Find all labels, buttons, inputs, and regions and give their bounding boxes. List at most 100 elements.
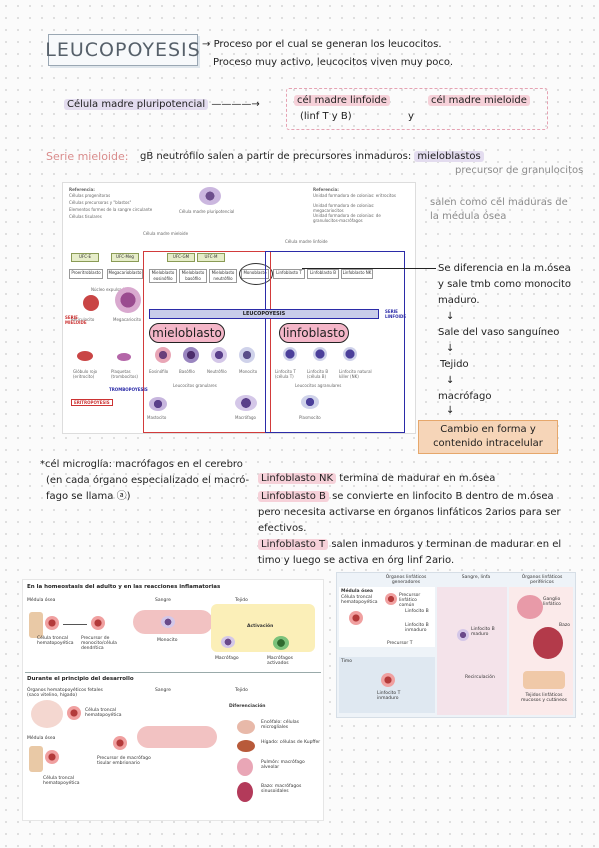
precursor-box: Linfoblasto NK bbox=[341, 269, 373, 279]
monocyte-step-3: macrófago bbox=[438, 391, 492, 402]
col-label: Médula ósea bbox=[27, 598, 56, 603]
blood-area bbox=[437, 587, 507, 715]
erythrocyte-cell bbox=[77, 351, 93, 361]
leucopoyesis-diagram: Referencia: Células progenitoras Células… bbox=[62, 182, 416, 434]
precursor-box: Mieloblasto neutrófilo bbox=[209, 269, 237, 283]
cell-label: Célula troncal hematopoyética bbox=[43, 776, 80, 786]
lymphocyte-maturation-diagram: Órganos linfáticos generadores Sangre, l… bbox=[336, 572, 576, 718]
platelets-cell bbox=[117, 353, 131, 361]
and-text: y bbox=[408, 111, 414, 122]
precursor-box: Linfoblasto B bbox=[307, 269, 339, 279]
monocyte-step-1: Sale del vaso sanguíneo bbox=[438, 327, 560, 338]
arrow bbox=[63, 624, 87, 625]
b-lymphocyte bbox=[313, 347, 327, 361]
microglia-note-2: (en cada órgano especializado el macró- bbox=[46, 475, 250, 486]
group-label: TROMBOPOYESIS bbox=[109, 387, 148, 392]
tissue-label: Mastocito bbox=[147, 415, 167, 420]
cell-label: Célula troncal hematopoyética bbox=[85, 708, 122, 718]
col-label: Médula ósea bbox=[27, 736, 56, 741]
recirculation-label: Recirculación bbox=[465, 675, 495, 680]
legend-right-item: Unidad formadora de colonias: de granulo… bbox=[313, 213, 381, 223]
marrow-label: Médula ósea bbox=[341, 589, 373, 594]
cell-label: Monocito bbox=[157, 638, 178, 643]
cell-label: Linfocito T (célula T) bbox=[275, 369, 296, 379]
arrow-down-icon: ↓ bbox=[446, 375, 455, 386]
tissue-label: Bazo: macrófagos sinusoidales bbox=[261, 784, 302, 794]
microglia-note-3: fago se llama ⓐ) bbox=[46, 491, 131, 502]
cell-label: Macrófago bbox=[215, 656, 239, 661]
cell-label: Neutrófilo bbox=[207, 369, 227, 374]
tissue-label: Hígado: células de Kupffer bbox=[261, 740, 321, 745]
mieloblasto-label: mieloblasto bbox=[149, 323, 225, 343]
definition-line1: → Proceso por el cual se generan los leu… bbox=[202, 39, 442, 50]
stem-cell bbox=[45, 750, 59, 764]
nk-lymphocyte bbox=[343, 347, 357, 361]
cfu-box: UFC-GM bbox=[167, 253, 195, 262]
stem-cell bbox=[199, 187, 221, 205]
leucopoyesis-bar: LEUCOPOYESIS bbox=[149, 309, 379, 319]
stem-cell bbox=[45, 616, 59, 630]
cell-label: Linfocito B inmaduro bbox=[405, 623, 429, 633]
organ-label: Bazo bbox=[559, 623, 570, 628]
cell-label: Linfocito T inmaduro bbox=[377, 691, 401, 701]
eosinophil-blast bbox=[155, 347, 171, 363]
divider bbox=[25, 672, 321, 673]
linfoblasto-label: linfoblasto bbox=[279, 323, 349, 343]
cell-label: Célula troncal hematopoyética bbox=[341, 595, 378, 605]
arrow-down-icon: ↓ bbox=[446, 311, 455, 322]
lymphoid-stem-label: Célula madre linfoide bbox=[285, 239, 328, 244]
lymphoblast-b-note: Linfoblasto B se convierte en linfocito … bbox=[258, 490, 554, 504]
cell-label: Precursor T bbox=[387, 641, 413, 646]
precursor-box: Megacarioblasto bbox=[107, 269, 143, 279]
mucosa-icon bbox=[523, 671, 565, 689]
lymph-node-icon bbox=[517, 595, 543, 619]
col-label: Sangre bbox=[155, 688, 171, 693]
monocyte-cell bbox=[161, 616, 175, 628]
precursor-box: Mieloblasto basófilo bbox=[179, 269, 207, 283]
activated-macrophage-cell bbox=[273, 636, 289, 650]
side-note-1: salen como cél maduras de bbox=[430, 197, 568, 208]
col-label: Tejido bbox=[235, 688, 248, 693]
arrow-down-icon: ↓ bbox=[446, 343, 455, 354]
col-label: Órganos hematopoyéticos fetales (saco vi… bbox=[27, 688, 103, 698]
precursor-box: Mieloblasto eosinófilo bbox=[149, 269, 177, 283]
tissue-label: Plasmocito bbox=[299, 415, 321, 420]
megakaryocyte-cell bbox=[115, 287, 141, 313]
precursor-cell bbox=[113, 736, 127, 750]
monocyte-note-1: Se diferencia en la m.ósea bbox=[438, 263, 571, 274]
group-label: Leucocitos granulares bbox=[173, 383, 217, 388]
cell-label: Glóbulo rojo (eritrocito) bbox=[73, 369, 98, 379]
cell-label: Linfocito B (célula B) bbox=[307, 369, 329, 379]
myeloid-stem-label: Célula madre mieloide bbox=[143, 231, 189, 236]
lymphoblast-t-note-2: timo y luego se activa en órg linf 2ario… bbox=[258, 555, 455, 566]
group-label: ERITROPOYESIS bbox=[71, 399, 113, 406]
precursor-box: Linfoblasto T bbox=[273, 269, 305, 279]
lymphoid-stem: cél madre linfoide bbox=[294, 94, 390, 108]
group-label: Leucocitos agranulares bbox=[295, 383, 342, 388]
bone-icon bbox=[29, 612, 43, 638]
myeloid-panel bbox=[143, 251, 271, 433]
precursor-cell bbox=[385, 593, 397, 605]
liver-icon bbox=[237, 740, 255, 752]
myeloid-series-label: Serie mieloide: bbox=[46, 150, 129, 163]
monocyte-blast bbox=[239, 347, 255, 363]
definition-line2: Proceso muy activo, leucocitos viven muy… bbox=[213, 57, 454, 68]
plasma-cell bbox=[301, 395, 319, 409]
legend-item: Células tisulares bbox=[69, 214, 102, 219]
lymphoblast-t-note: Linfoblasto T salen inmaduros y terminan… bbox=[258, 538, 561, 552]
col-label: Órganos linfáticos periféricos bbox=[521, 575, 563, 585]
organ-label: Tejidos linfáticos mucosos y cutáneos bbox=[521, 693, 567, 703]
monocyte-note-3: maduro. bbox=[438, 295, 480, 306]
col-label: Órganos linfáticos generadores bbox=[385, 575, 427, 585]
cell-label: Plaquetas (trombocitos) bbox=[111, 369, 138, 379]
legend-title: Referencia: bbox=[69, 187, 95, 192]
side-note-2: la médula ósea bbox=[430, 211, 507, 222]
lymphoblast-b-note-2: pero necesita activarse en órganos linfá… bbox=[258, 507, 561, 518]
activation-label: Activación bbox=[247, 624, 274, 629]
legend-item: Elementos formes de la sangre circulante bbox=[69, 207, 153, 212]
stem-source: Célula madre pluripotencial ————→ bbox=[64, 98, 260, 112]
cell-label: Macrófagos activados bbox=[267, 656, 293, 666]
legend-right-item: Unidad formadora de colonias: megacarioc… bbox=[313, 203, 375, 213]
cell-label: Eosinófilo bbox=[149, 369, 169, 374]
monocyte-note-2: y sale tmb como monocito bbox=[438, 279, 572, 290]
